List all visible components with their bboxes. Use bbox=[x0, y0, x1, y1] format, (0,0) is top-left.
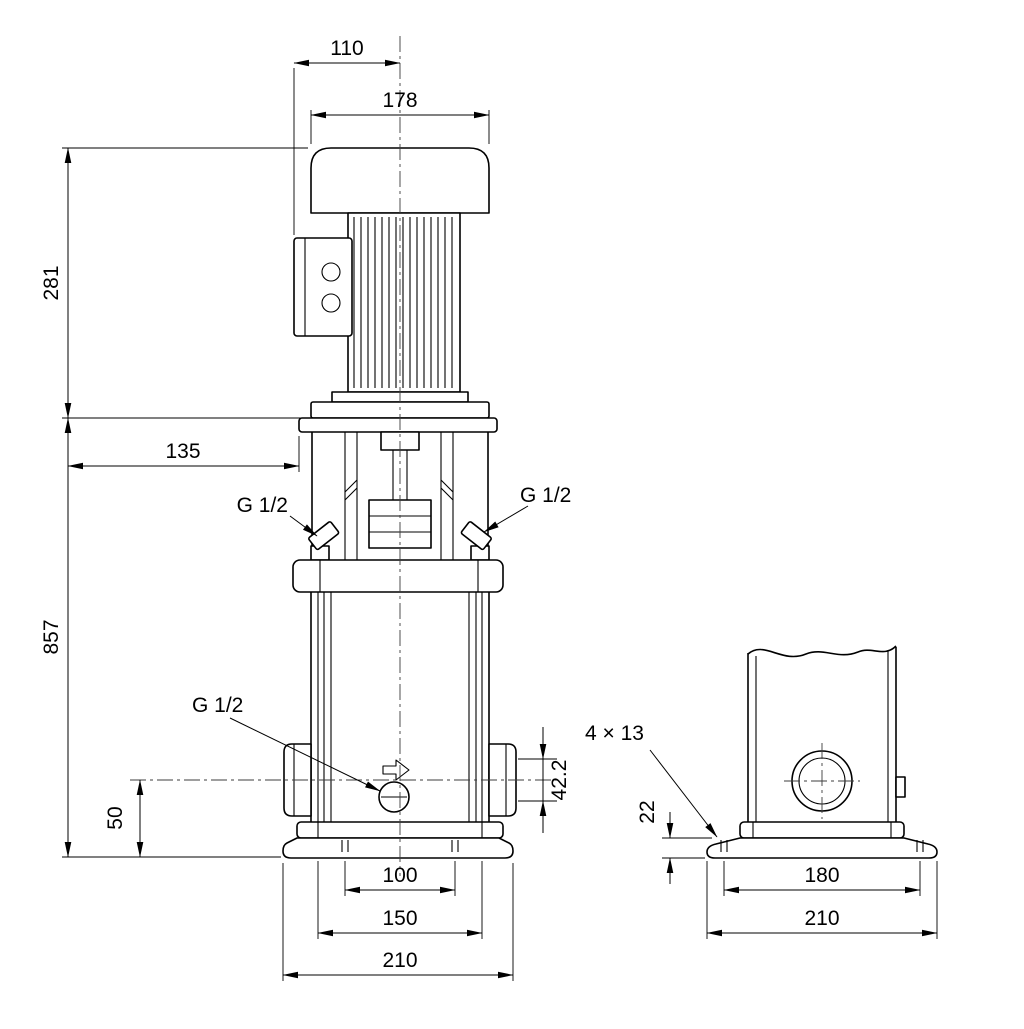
dim-label-motor-top-width: 110 bbox=[330, 37, 363, 60]
side-bottom-flange bbox=[739, 821, 905, 839]
dim-label-port-diameter: 42.2 bbox=[548, 760, 571, 801]
front-view bbox=[282, 147, 517, 859]
coupling-guard-posts bbox=[344, 432, 454, 560]
dim-label-port-height: 50 bbox=[104, 806, 127, 829]
dimensions: 110 178 281 857 135 G 1/2 G 1/2 G 1/2 50 bbox=[40, 37, 938, 981]
cable-entry-hole bbox=[321, 262, 341, 282]
leader-side-holes bbox=[649, 749, 718, 838]
pump-base bbox=[282, 837, 514, 859]
dim-label-side-base-height: 22 bbox=[636, 800, 659, 823]
dim-label-motor-height: 281 bbox=[40, 265, 63, 300]
pump-head-flange bbox=[292, 559, 504, 593]
side-view bbox=[706, 645, 938, 859]
label-side-holes: 4 × 13 bbox=[585, 722, 644, 745]
leader-drain bbox=[229, 717, 381, 792]
label-gauge-port-right: G 1/2 bbox=[520, 484, 571, 507]
label-drain-port: G 1/2 bbox=[192, 694, 243, 717]
motor-stool-plate bbox=[298, 417, 498, 433]
dim-label-stool-offset: 135 bbox=[165, 440, 200, 463]
break-line bbox=[747, 645, 897, 658]
gauge-plug-left bbox=[308, 521, 340, 551]
dim-label-base-hole-spacing: 100 bbox=[382, 864, 417, 887]
dim-label-base-width: 210 bbox=[382, 949, 417, 972]
leader-gauge-left bbox=[289, 515, 318, 537]
motor-body bbox=[347, 212, 461, 393]
dim-label-motor-width: 178 bbox=[382, 89, 417, 112]
dim-label-base-mid-width: 150 bbox=[382, 907, 417, 930]
label-gauge-port-left: G 1/2 bbox=[237, 494, 288, 517]
leader-gauge-right bbox=[483, 505, 529, 533]
flow-direction-arrow bbox=[382, 759, 410, 781]
base-bolt-holes bbox=[341, 840, 459, 852]
dim-label-side-hole-spacing: 180 bbox=[804, 864, 839, 887]
side-base-bolt-holes bbox=[720, 840, 924, 852]
terminal-box bbox=[293, 237, 353, 337]
dim-label-total-height: 857 bbox=[40, 619, 63, 654]
gauge-plug-right bbox=[460, 521, 492, 551]
cable-entry-hole bbox=[321, 293, 341, 313]
dim-label-side-base-width: 210 bbox=[804, 907, 839, 930]
side-base bbox=[706, 837, 938, 859]
side-clip bbox=[895, 776, 906, 798]
motor-cooling-fins bbox=[353, 217, 453, 388]
